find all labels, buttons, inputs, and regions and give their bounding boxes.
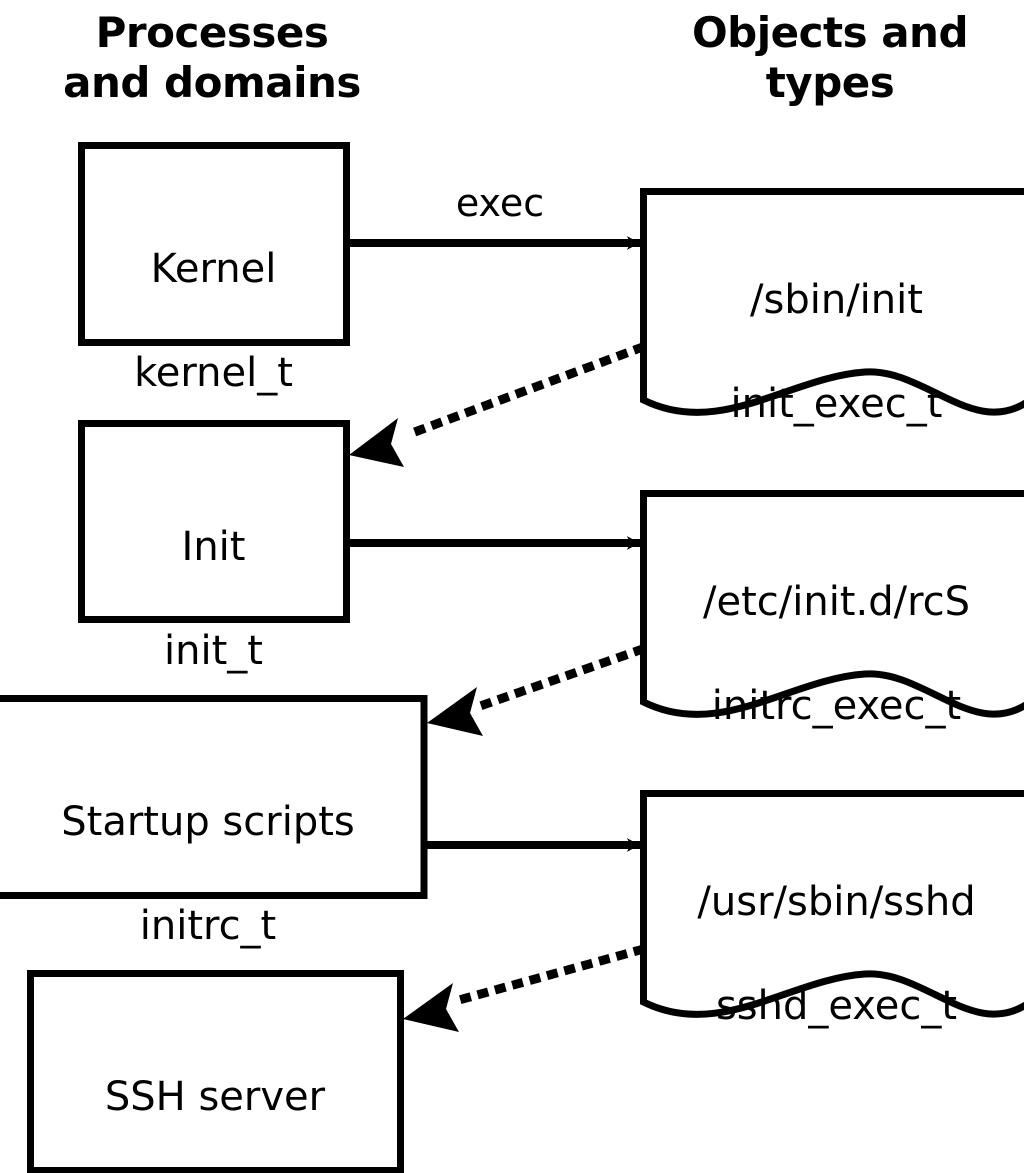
process-label-init-name: Init: [181, 524, 246, 570]
process-label-initrc-type: initrc_t: [139, 903, 277, 949]
object-label-sshd-exec: /usr/sbin/sshd sshd_exec_t: [643, 824, 1024, 1084]
process-box-sshd[interactable]: [27, 970, 404, 1173]
edge-label-exec: exec: [455, 181, 545, 225]
edge-initrc-exec-to-initrc: [427, 644, 646, 736]
object-label-init-exec: /sbin/init init_exec_t: [643, 222, 1024, 482]
edge-sshd-exec-to-sshd: [403, 944, 646, 1032]
column-header-processes: Processes and domains: [63, 8, 361, 107]
process-box-init[interactable]: [78, 420, 350, 623]
process-label-init: Init init_t: [81, 469, 346, 729]
object-label-sshd-exec-type: sshd_exec_t: [715, 983, 958, 1029]
object-doc-init-exec[interactable]: [640, 188, 1024, 416]
object-label-initrc-exec: /etc/init.d/rcS initrc_exec_t: [643, 524, 1024, 784]
process-label-init-type: init_t: [164, 628, 263, 674]
process-label-initrc-name: Startup scripts: [61, 799, 355, 845]
process-label-kernel-type: kernel_t: [134, 350, 293, 396]
edge-init-exec-to-init: [349, 342, 646, 467]
object-label-initrc-exec-type: initrc_exec_t: [711, 683, 962, 729]
object-label-init-exec-type: init_exec_t: [730, 381, 943, 427]
object-label-sshd-exec-path: /usr/sbin/sshd: [697, 879, 976, 925]
process-label-kernel-name: Kernel: [150, 246, 277, 292]
object-doc-sshd-exec[interactable]: [640, 790, 1024, 1018]
process-label-sshd: SSH server sshd_t: [30, 1019, 400, 1173]
object-doc-initrc-exec[interactable]: [640, 490, 1024, 718]
process-label-initrc: Startup scripts initrc_t: [0, 744, 424, 1004]
column-header-objects: Objects and types: [691, 8, 969, 107]
process-box-initrc[interactable]: [0, 695, 428, 899]
object-label-initrc-exec-path: /etc/init.d/rcS: [702, 579, 971, 625]
object-label-init-exec-path: /sbin/init: [750, 277, 923, 323]
process-label-kernel: Kernel kernel_t: [81, 191, 346, 451]
process-label-sshd-name: SSH server: [104, 1074, 326, 1120]
process-box-kernel[interactable]: [78, 142, 350, 346]
